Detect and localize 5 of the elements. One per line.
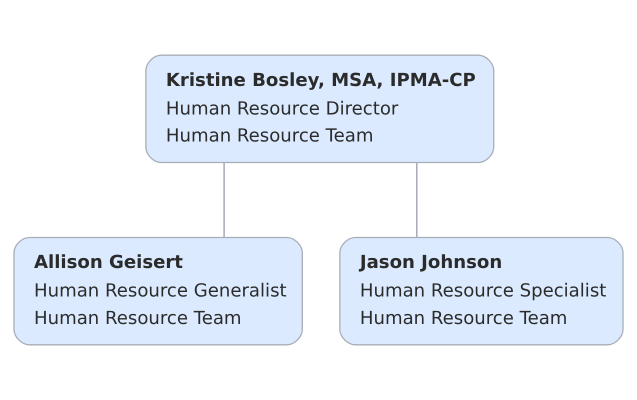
connector [416, 162, 418, 238]
node-box: Allison Geisert Human Resource Generalist Human Resource Team [13, 236, 303, 346]
node-box: Jason Johnson Human Resource Specialist Human Resource Team [339, 236, 624, 346]
connector [223, 162, 225, 238]
node-box: Kristine Bosley, MSA, IPMA-CP Human Resource Director Human Resource Team [145, 54, 494, 164]
